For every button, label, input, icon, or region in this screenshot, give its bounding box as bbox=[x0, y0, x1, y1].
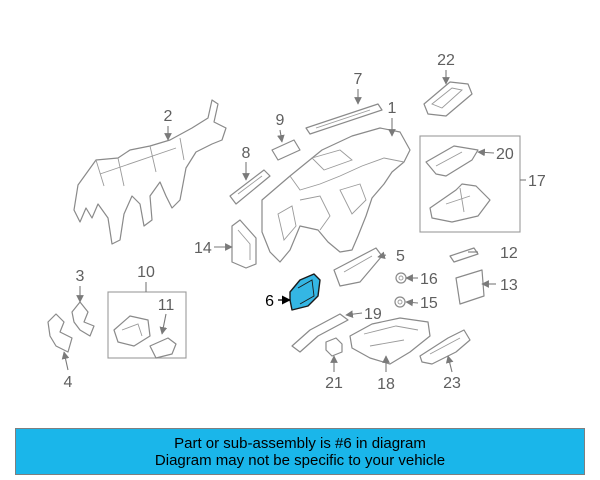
callout-3: 3 bbox=[76, 268, 85, 285]
callout-14: 14 bbox=[194, 240, 212, 257]
part-9-panel-cover bbox=[271, 139, 301, 161]
callout-21: 21 bbox=[325, 375, 343, 392]
part-13-panel bbox=[455, 269, 485, 305]
callout-19: 19 bbox=[364, 306, 382, 323]
part-11-insert bbox=[149, 337, 177, 359]
callout-5: 5 bbox=[396, 248, 405, 265]
part-16-clip bbox=[395, 272, 407, 284]
part-14-end-cap bbox=[231, 219, 257, 269]
part-4-bracket bbox=[47, 313, 73, 353]
callout-18: 18 bbox=[377, 376, 395, 393]
part-7-defroster-grille bbox=[305, 103, 383, 135]
part-6-highlighted bbox=[289, 273, 321, 311]
part-2-cross-car-beam bbox=[73, 99, 227, 245]
callout-17: 17 bbox=[528, 173, 546, 190]
callout-13: 13 bbox=[500, 277, 518, 294]
part-19-trim-strip bbox=[291, 313, 349, 353]
callout-7: 7 bbox=[354, 71, 363, 88]
part-3-bracket bbox=[71, 301, 95, 337]
callout-23: 23 bbox=[443, 375, 461, 392]
part-5-trim bbox=[333, 247, 383, 287]
callout-16: 16 bbox=[420, 271, 438, 288]
info-banner: Part or sub-assembly is #6 in diagram Di… bbox=[15, 428, 585, 475]
banner-line-1: Part or sub-assembly is #6 in diagram bbox=[174, 434, 426, 452]
part-20-bracket bbox=[425, 145, 479, 177]
part-22-cover bbox=[423, 81, 473, 117]
callout-1: 1 bbox=[388, 100, 397, 117]
callout-12: 12 bbox=[500, 245, 518, 262]
callout-11: 11 bbox=[158, 297, 175, 314]
callout-10: 10 bbox=[137, 264, 155, 281]
callout-15: 15 bbox=[420, 295, 438, 312]
group-box-17 bbox=[419, 135, 521, 233]
callout-6: 6 bbox=[265, 293, 274, 310]
callout-20: 20 bbox=[496, 146, 514, 163]
part-10-assembly bbox=[113, 315, 151, 347]
part-8-side-trim bbox=[229, 169, 271, 205]
part-23-console-trim bbox=[419, 329, 471, 365]
callout-4: 4 bbox=[64, 374, 73, 391]
callout-22: 22 bbox=[437, 52, 455, 69]
part-1-instrument-panel bbox=[261, 127, 411, 263]
callout-9: 9 bbox=[276, 112, 285, 129]
group-box-10 bbox=[107, 291, 187, 359]
callout-labels: 1 2 3 4 5 6 7 8 9 10 11 12 13 14 15 16 1… bbox=[64, 52, 546, 393]
part-17-sub-panel bbox=[429, 183, 491, 223]
part-18-console bbox=[349, 317, 431, 365]
callout-8: 8 bbox=[242, 145, 251, 162]
leader-lines bbox=[61, 70, 526, 373]
part-12-cover-plate bbox=[449, 247, 479, 263]
part-15-fastener bbox=[394, 296, 406, 308]
banner-line-2: Diagram may not be specific to your vehi… bbox=[154, 451, 446, 469]
part-21-switch bbox=[325, 337, 343, 357]
callout-2: 2 bbox=[164, 108, 173, 125]
